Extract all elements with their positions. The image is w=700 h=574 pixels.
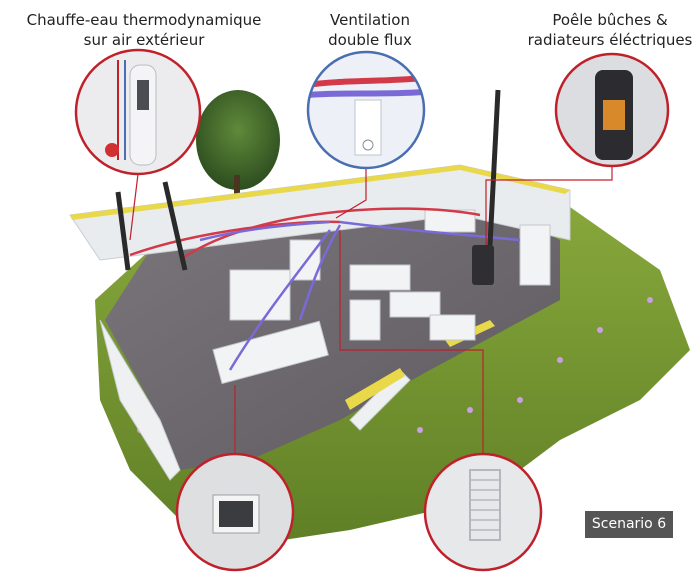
callout-lines [129, 166, 613, 454]
water-heater-label-line2: sur air extérieur [83, 31, 205, 49]
callout-stove [554, 52, 670, 168]
wood-stove-icon [472, 245, 494, 285]
furniture [212, 209, 551, 385]
stove-label: Poêle bûches & radiateurs éléctriques [520, 10, 700, 50]
callout-water-heater [74, 48, 202, 176]
ducts [129, 207, 521, 371]
callout-radiator [175, 452, 295, 572]
stove-label-line2: radiateurs éléctriques [527, 31, 693, 49]
callout-ventilation [306, 50, 426, 170]
ventilation-label-line1: Ventilation [330, 11, 410, 29]
insulation-front [345, 368, 405, 410]
towel-radiator-icon [423, 452, 543, 572]
water-heater-label: Chauffe-eau thermodynamique sur air exté… [8, 10, 280, 50]
callout-towel-radiator [423, 452, 543, 572]
ventilation-unit-icon [306, 50, 426, 170]
stove-label-line1: Poêle bûches & [552, 11, 668, 29]
water-heater-label-line1: Chauffe-eau thermodynamique [26, 11, 262, 29]
water-heater-icon [74, 48, 202, 176]
tree-icon [196, 90, 280, 195]
floor [105, 195, 560, 470]
front-wall-left [99, 319, 181, 481]
scenario-badge: Scenario 6 [585, 511, 673, 538]
ventilation-label: Ventilation double flux [300, 10, 440, 50]
chimneys [115, 89, 501, 271]
electric-radiator-icon [175, 452, 295, 572]
ventilation-label-line2: double flux [328, 31, 412, 49]
